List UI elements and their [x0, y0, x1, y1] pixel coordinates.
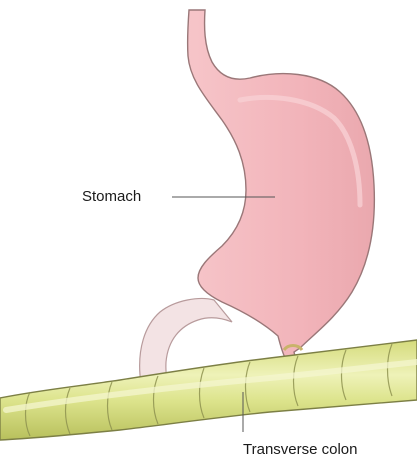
stomach-label: Stomach	[82, 189, 141, 204]
transverse-colon	[0, 340, 417, 440]
transverse-colon-label: Transverse colon	[243, 442, 358, 457]
